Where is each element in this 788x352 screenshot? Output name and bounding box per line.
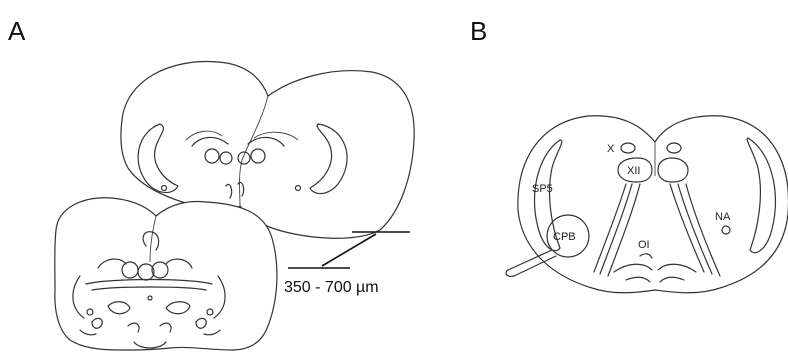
label-x: X: [607, 143, 615, 155]
medulla-section: [506, 116, 788, 293]
panel-b-letter: B: [470, 16, 487, 46]
label-na: NA: [715, 211, 731, 223]
scale-bar-label: 350 - 700 µm: [284, 279, 379, 296]
label-cpb: CPB: [553, 231, 576, 243]
panel-a-letter: A: [8, 16, 26, 46]
label-xii: XII: [627, 165, 640, 177]
lower-brainstem-section: [55, 198, 277, 350]
label-oi: OI: [638, 239, 650, 251]
label-sp5: SP5: [532, 183, 553, 195]
panel-a: A: [8, 16, 414, 350]
scale-bar: 350 - 700 µm: [284, 232, 410, 296]
panel-b: B: [470, 16, 788, 293]
